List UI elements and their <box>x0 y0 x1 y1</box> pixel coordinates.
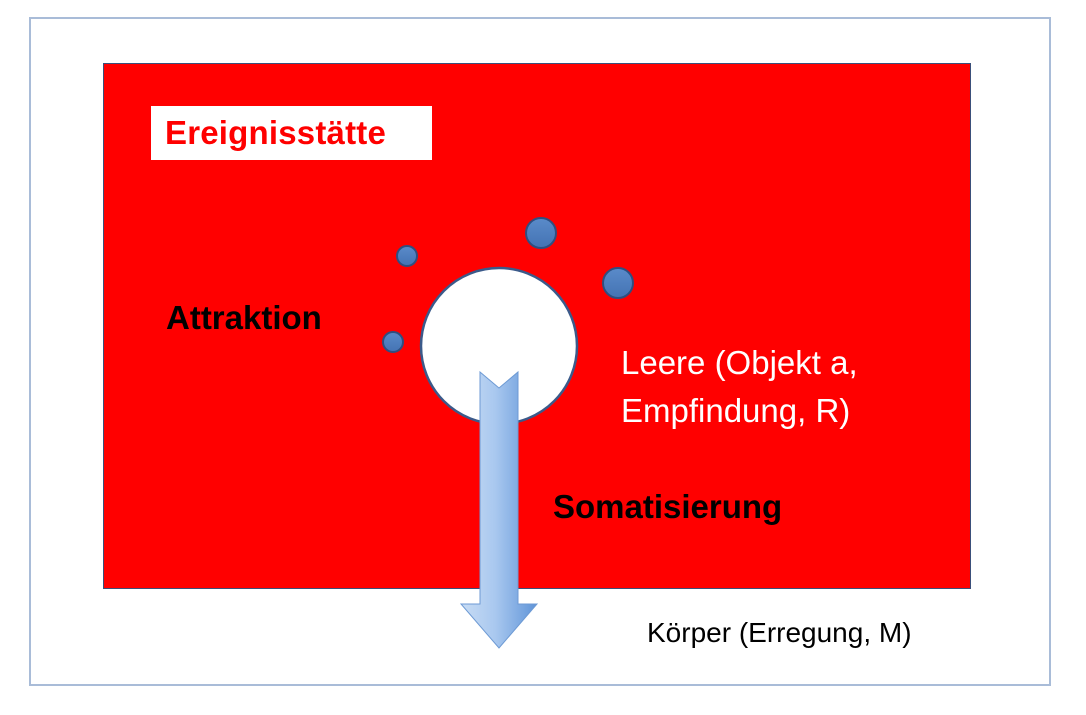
void-label: Leere (Objekt a, Empfindung, R) <box>621 339 858 435</box>
somatization-label: Somatisierung <box>553 488 783 525</box>
diagram-title: Ereignisstätte <box>165 114 387 151</box>
attraction-label: Attraktion <box>166 299 322 336</box>
void-label-line2: Empfindung, R) <box>621 392 851 429</box>
body-label: Körper (Erregung, M) <box>647 617 912 648</box>
void-label-line1: Leere (Objekt a, <box>621 344 858 381</box>
title-box: Ereignisstätte <box>151 106 432 160</box>
